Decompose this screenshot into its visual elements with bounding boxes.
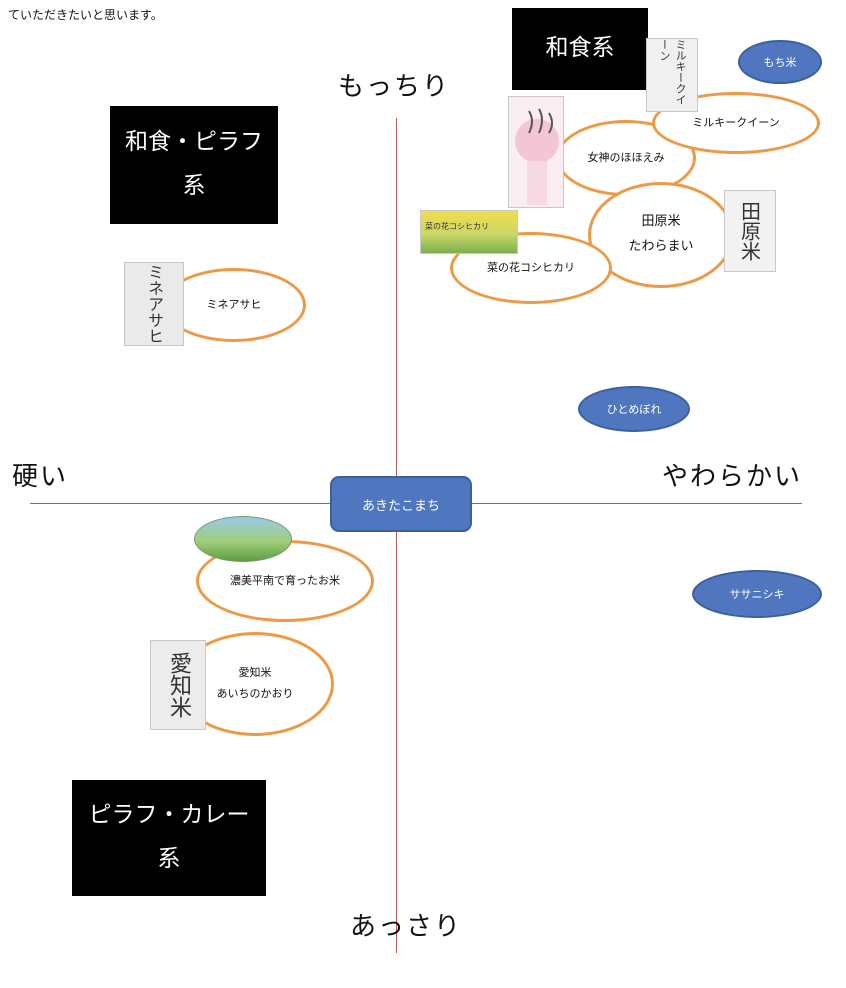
variety-hitomebore-label: ひとめぼれ xyxy=(606,403,662,416)
category-washoku: 和食系 xyxy=(512,8,648,90)
milky-queen-package-image: ミルキークイーン xyxy=(646,38,698,112)
rice-kanto-label: 濃美平南で育ったお米 xyxy=(230,573,340,587)
tawara-package-image: 田原米 xyxy=(724,190,776,272)
axis-label-bottom: あっさり xyxy=(350,912,463,942)
rice-mineasahi-label: ミネアサヒ xyxy=(206,297,262,311)
variety-akitakomachi-label: あきたこまち xyxy=(361,498,440,514)
variety-mochigome-label: もち米 xyxy=(763,56,797,69)
variety-akitakomachi: あきたこまち xyxy=(330,476,472,532)
rice-aichi-line2: あいちのかおり xyxy=(216,687,294,700)
axis-label-right: やわらかい xyxy=(662,462,803,492)
tawara-package-text: 田原米 xyxy=(737,201,762,261)
megami-package-art xyxy=(515,108,559,205)
axis-label-left: 硬い xyxy=(12,462,69,492)
megami-package-image xyxy=(508,96,564,208)
variety-hitomebore: ひとめぼれ xyxy=(578,386,690,432)
nanohana-package-text: 菜の花コシヒカリ xyxy=(425,222,489,231)
kanto-package-image xyxy=(194,516,292,562)
category-washoku-pilaf-line1: 和食・ピラフ xyxy=(125,129,263,156)
aichi-package-text: 愛知米 xyxy=(166,652,191,718)
aichi-package-image: 愛知米 xyxy=(150,640,206,730)
rice-aichi-line1: 愛知米 xyxy=(238,666,272,680)
nanohana-package-image: 菜の花コシヒカリ xyxy=(420,210,518,254)
milky-queen-package-text: ミルキークイーン xyxy=(658,39,687,105)
variety-mochigome: もち米 xyxy=(738,40,822,84)
rice-tawara: 田原米 たわらまい xyxy=(588,182,734,288)
intro-text: ていただきたいと思います。 xyxy=(8,8,163,22)
rice-tawara-line2: たわらまい xyxy=(628,239,694,254)
rice-megami-label: 女神のほほえみ xyxy=(587,150,665,164)
rice-milky-queen-label: ミルキークイーン xyxy=(692,115,780,129)
category-pilaf-curry: ピラフ・カレー 系 xyxy=(72,780,266,896)
category-washoku-label: 和食系 xyxy=(545,35,615,62)
vertical-axis xyxy=(396,118,397,953)
category-washoku-pilaf: 和食・ピラフ 系 xyxy=(110,106,278,224)
category-pilaf-curry-line1: ピラフ・カレー xyxy=(88,802,250,829)
rice-nanohana-label: 菜の花コシヒカリ xyxy=(487,260,575,274)
category-pilaf-curry-line2: 系 xyxy=(157,846,181,872)
mineasahi-package-text: ミネアサヒ xyxy=(145,264,164,344)
axis-label-top: もっちり xyxy=(338,72,451,102)
mineasahi-package-image: ミネアサヒ xyxy=(124,262,184,346)
category-washoku-pilaf-line2: 系 xyxy=(182,173,206,199)
variety-sasanishiki: ササニシキ xyxy=(692,570,822,618)
rice-tawara-line1: 田原米 xyxy=(641,214,681,230)
variety-sasanishiki-label: ササニシキ xyxy=(729,588,785,601)
